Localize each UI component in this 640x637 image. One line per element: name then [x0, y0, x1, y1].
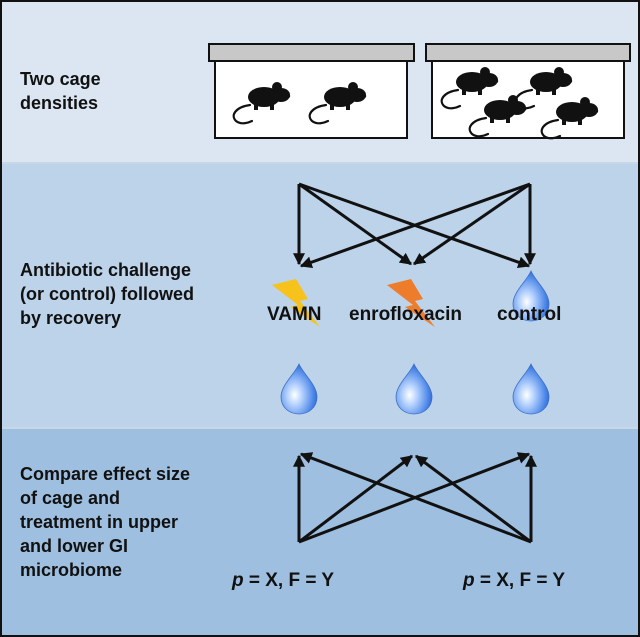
- arrows-cage-to-treatment: [293, 182, 536, 269]
- arrow: [415, 454, 532, 544]
- stat-text: = X, F = Y: [244, 570, 335, 591]
- arrows-treatment-to-stats: [293, 452, 537, 544]
- stat-p-symbol: p: [231, 570, 244, 591]
- treatment-label-vamn: VAMN: [267, 304, 322, 325]
- water-droplet-icon: [280, 363, 318, 415]
- section-label-compare-effects: Compare effect size of cage and treatmen…: [20, 464, 191, 580]
- water-droplet-icon: [512, 363, 550, 415]
- water-droplet-icon: [395, 363, 433, 415]
- stat-text: = X, F = Y: [475, 570, 566, 591]
- cage-high-density: [425, 43, 631, 140]
- stat-right: p = X, F = Y: [462, 570, 565, 591]
- arrow: [413, 182, 531, 266]
- arrow: [298, 454, 413, 544]
- arrow: [298, 182, 412, 266]
- section-label-cage-densities: Two cage densities: [20, 69, 101, 113]
- stat-p-symbol: p: [462, 570, 475, 591]
- cage-low-density: [208, 43, 415, 139]
- section-label-antibiotic-challenge: Antibiotic challenge (or control) follow…: [20, 260, 194, 328]
- stat-left: p = X, F = Y: [231, 570, 334, 591]
- treatment-label-control: control: [497, 304, 561, 325]
- treatment-label-enrofloxacin: enrofloxacin: [349, 304, 462, 325]
- arrow: [299, 182, 531, 269]
- arrow: [299, 452, 532, 544]
